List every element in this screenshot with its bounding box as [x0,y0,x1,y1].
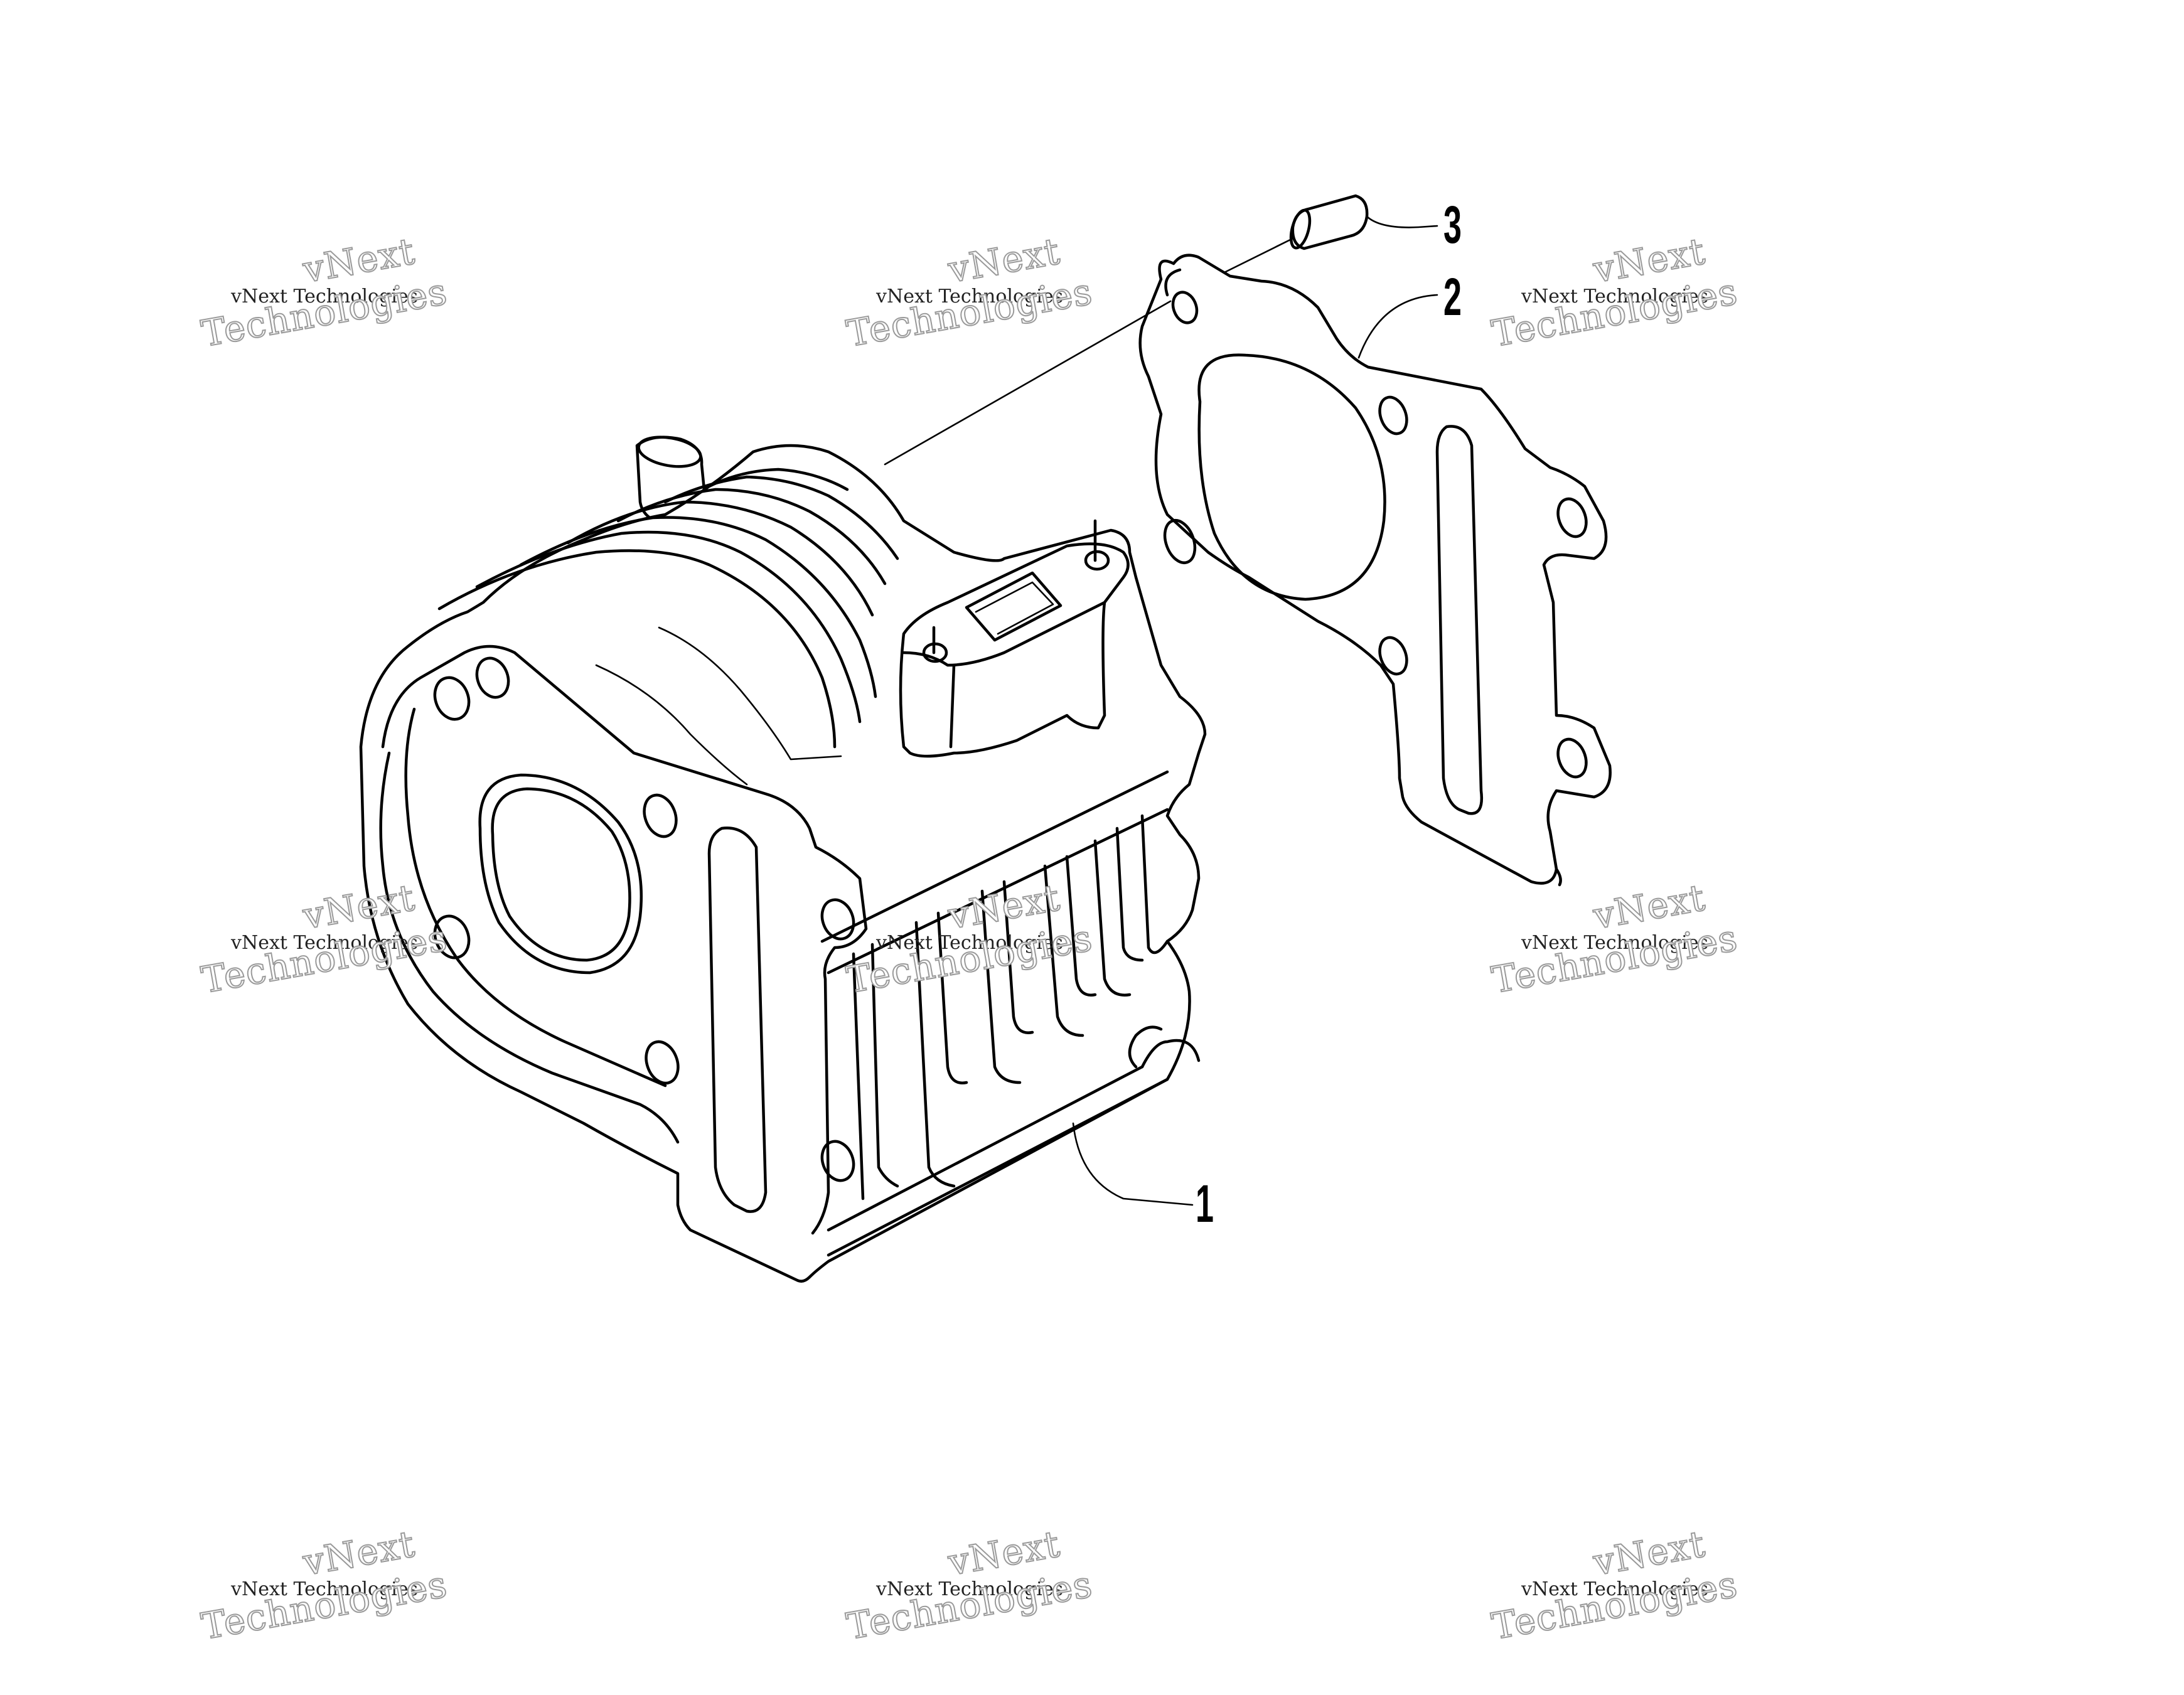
assembly-line-gasket [884,300,1172,466]
callout-1: 1 [1196,1174,1214,1233]
leader-line-3 [1366,215,1438,228]
head-gasket [1138,254,1612,887]
leader-line-2 [1357,294,1438,359]
leader-line-1 [1072,1122,1194,1206]
dowel-pin [1289,194,1369,250]
callout-2: 2 [1443,267,1462,326]
assembly-line-pin [1213,237,1294,279]
callout-3: 3 [1443,195,1462,254]
cylinder [359,436,1207,1283]
